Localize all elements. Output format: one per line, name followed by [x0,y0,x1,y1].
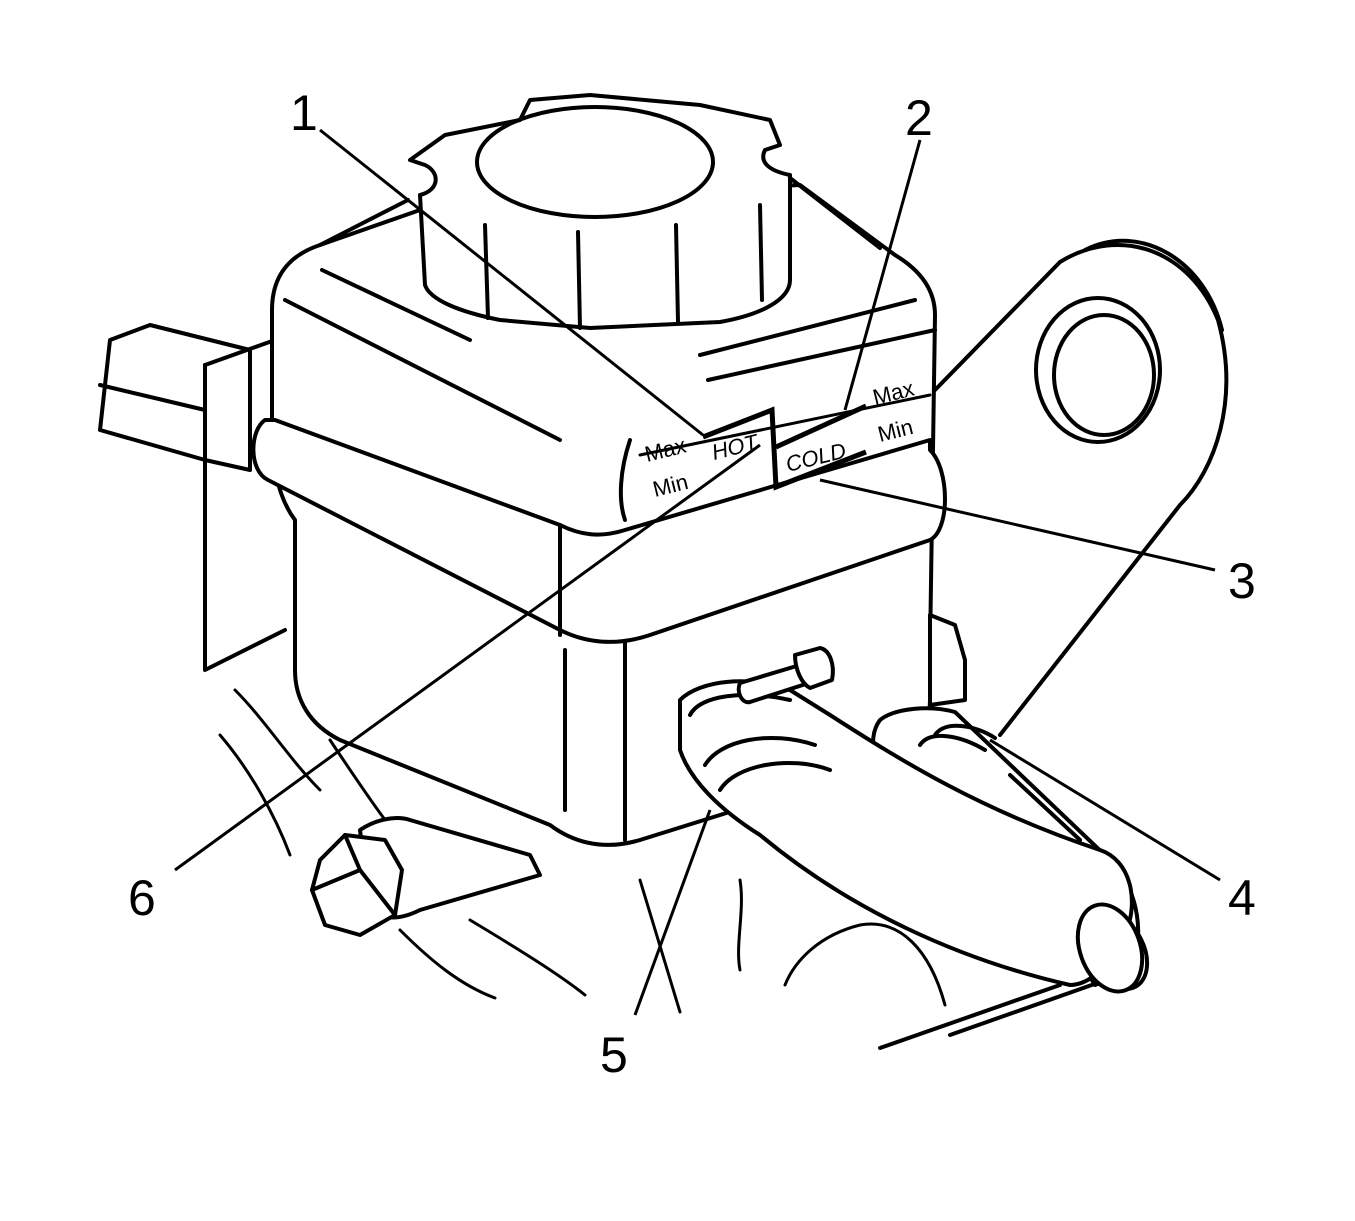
hot-max-line [702,406,867,491]
leader-1 [319,128,704,437]
callout-5: 5 [600,1027,628,1083]
callout-2: 2 [905,90,933,146]
frame-lines [218,688,1122,1050]
level-label-panel [638,393,932,491]
leader-4 [989,738,1221,882]
leader-3 [819,478,1216,572]
mounting-bracket [98,323,287,672]
leader-6 [174,443,761,872]
return-fitting [928,613,967,707]
supply-hose [678,646,1145,994]
drain-bolt [310,816,542,937]
filler-cap [318,93,882,330]
leader-5 [633,809,712,1016]
callout-6: 6 [128,870,156,926]
callout-1: 1 [290,85,318,141]
callout-4: 4 [1228,870,1256,926]
cold-max-line [774,403,868,450]
callout-3: 3 [1228,553,1256,609]
leader-2 [843,139,922,411]
leader-lines [174,128,1221,1016]
pulley-belt [933,238,1229,737]
